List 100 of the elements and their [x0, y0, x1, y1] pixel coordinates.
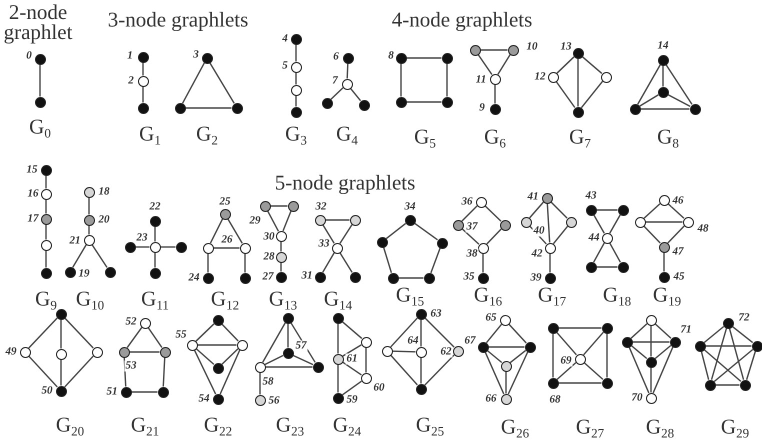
vertex-circle: [40, 164, 52, 176]
edge-line: [45, 224, 47, 240]
graphlet-label: G$_{6}$: [484, 126, 506, 152]
edge-line: [339, 224, 353, 244]
orbit-number: 11: [474, 74, 488, 86]
edge-line: [64, 356, 94, 388]
edge-line: [644, 203, 660, 219]
graphlet-label: G$_{27}$: [576, 416, 604, 442]
graphlet-label: G$_{10}$: [76, 288, 104, 314]
vertex-circle: [670, 336, 680, 348]
edge-line: [414, 222, 438, 240]
edge-line: [650, 326, 652, 356]
vertex-circle: [240, 272, 250, 284]
edge-line: [91, 244, 108, 268]
vertex-circle: [40, 188, 52, 200]
graphlet-label: G$_{3}$: [285, 124, 307, 150]
edge-line: [486, 324, 502, 344]
orbit-number: 1: [126, 50, 134, 62]
orbit-number: 60: [372, 382, 386, 394]
edge-line: [596, 209, 618, 211]
orbit-number: 34: [404, 202, 416, 212]
edge-line: [510, 350, 526, 364]
edge-line: [198, 344, 236, 346]
vertex-circle: [424, 272, 434, 284]
edge-line: [64, 318, 94, 348]
edge-line: [497, 54, 511, 75]
vertex-circle: [120, 386, 132, 398]
edge-line: [663, 252, 665, 272]
edge-line: [488, 346, 524, 348]
edge-line: [266, 366, 312, 368]
vertex-circle: [586, 204, 596, 216]
vertex-circle: [752, 340, 762, 352]
graphlet-label: G$_{21}$: [130, 414, 160, 440]
edge-line: [549, 254, 551, 272]
vertex-circle: [572, 106, 584, 118]
vertex-circle: [470, 44, 480, 56]
edge-line: [609, 214, 621, 234]
graphlet-label: G$_{17}$: [538, 284, 566, 310]
edge-line: [746, 351, 756, 380]
orbit-number: 3: [192, 50, 200, 60]
edge-line: [244, 254, 246, 272]
vertex-circle: [176, 242, 186, 252]
orbit-number: 16: [26, 188, 40, 200]
graphlet-label: G$_{25}$: [416, 414, 444, 440]
edge-line: [390, 318, 418, 348]
orbit-number: 52: [124, 316, 138, 328]
edge-line: [132, 391, 158, 393]
vertex-circle: [150, 216, 160, 226]
vertex-circle: [452, 220, 464, 230]
vertex-circle: [442, 96, 452, 108]
vertex-circle: [586, 262, 596, 272]
vertex-circle: [358, 100, 370, 110]
graphlet-label: G$_{19}$: [652, 284, 682, 310]
section-heading: 5-node graphlets: [274, 172, 416, 194]
edge-line: [484, 352, 504, 394]
orbit-number: 36: [460, 196, 474, 208]
vertex-circle: [436, 238, 448, 248]
vertex-circle: [442, 52, 452, 64]
vertex-circle: [332, 312, 344, 324]
edge-line: [640, 108, 690, 110]
orbit-number: 23: [136, 232, 148, 244]
edge-line: [142, 86, 144, 102]
vertex-circle: [312, 362, 324, 372]
edge-line: [639, 94, 659, 107]
edge-line: [45, 250, 47, 268]
edge-line: [646, 221, 682, 223]
orbit-number: 54: [198, 394, 210, 404]
edge-line: [196, 348, 214, 365]
edge-line: [728, 328, 744, 380]
edge-line: [582, 56, 602, 74]
edge-line: [162, 357, 166, 387]
edge-line: [593, 214, 605, 234]
edge-line: [556, 81, 576, 108]
edge-line: [207, 254, 209, 272]
vertex-circle: [682, 216, 694, 228]
edge-line: [704, 349, 742, 382]
graphlet-label: G$_{28}$: [646, 416, 674, 442]
vertex-circle: [500, 220, 510, 230]
vertex-circle: [382, 346, 392, 356]
edge-line: [337, 364, 339, 392]
vertex-circle: [658, 194, 670, 206]
vertex-circle: [140, 318, 150, 328]
edge-line: [295, 72, 297, 84]
vertex-circle: [202, 242, 214, 254]
edge-line: [710, 328, 728, 380]
orbit-number: 51: [106, 386, 118, 398]
vertex-circle: [478, 242, 488, 254]
orbit-number: 71: [680, 324, 692, 336]
edge-line: [290, 322, 316, 363]
orbit-number: 65: [484, 312, 498, 324]
edge-line: [60, 360, 62, 386]
vertex-circle: [138, 102, 148, 114]
vertex-circle: [118, 346, 130, 358]
orbit-number: 44: [588, 232, 600, 244]
graphlet-label: G$_{1}$: [139, 124, 161, 150]
vertex-circle: [500, 360, 512, 372]
orbit-number: 2: [127, 76, 135, 86]
vertex-circle: [622, 336, 632, 348]
vertex-circle: [342, 52, 354, 64]
edge-line: [556, 332, 577, 356]
